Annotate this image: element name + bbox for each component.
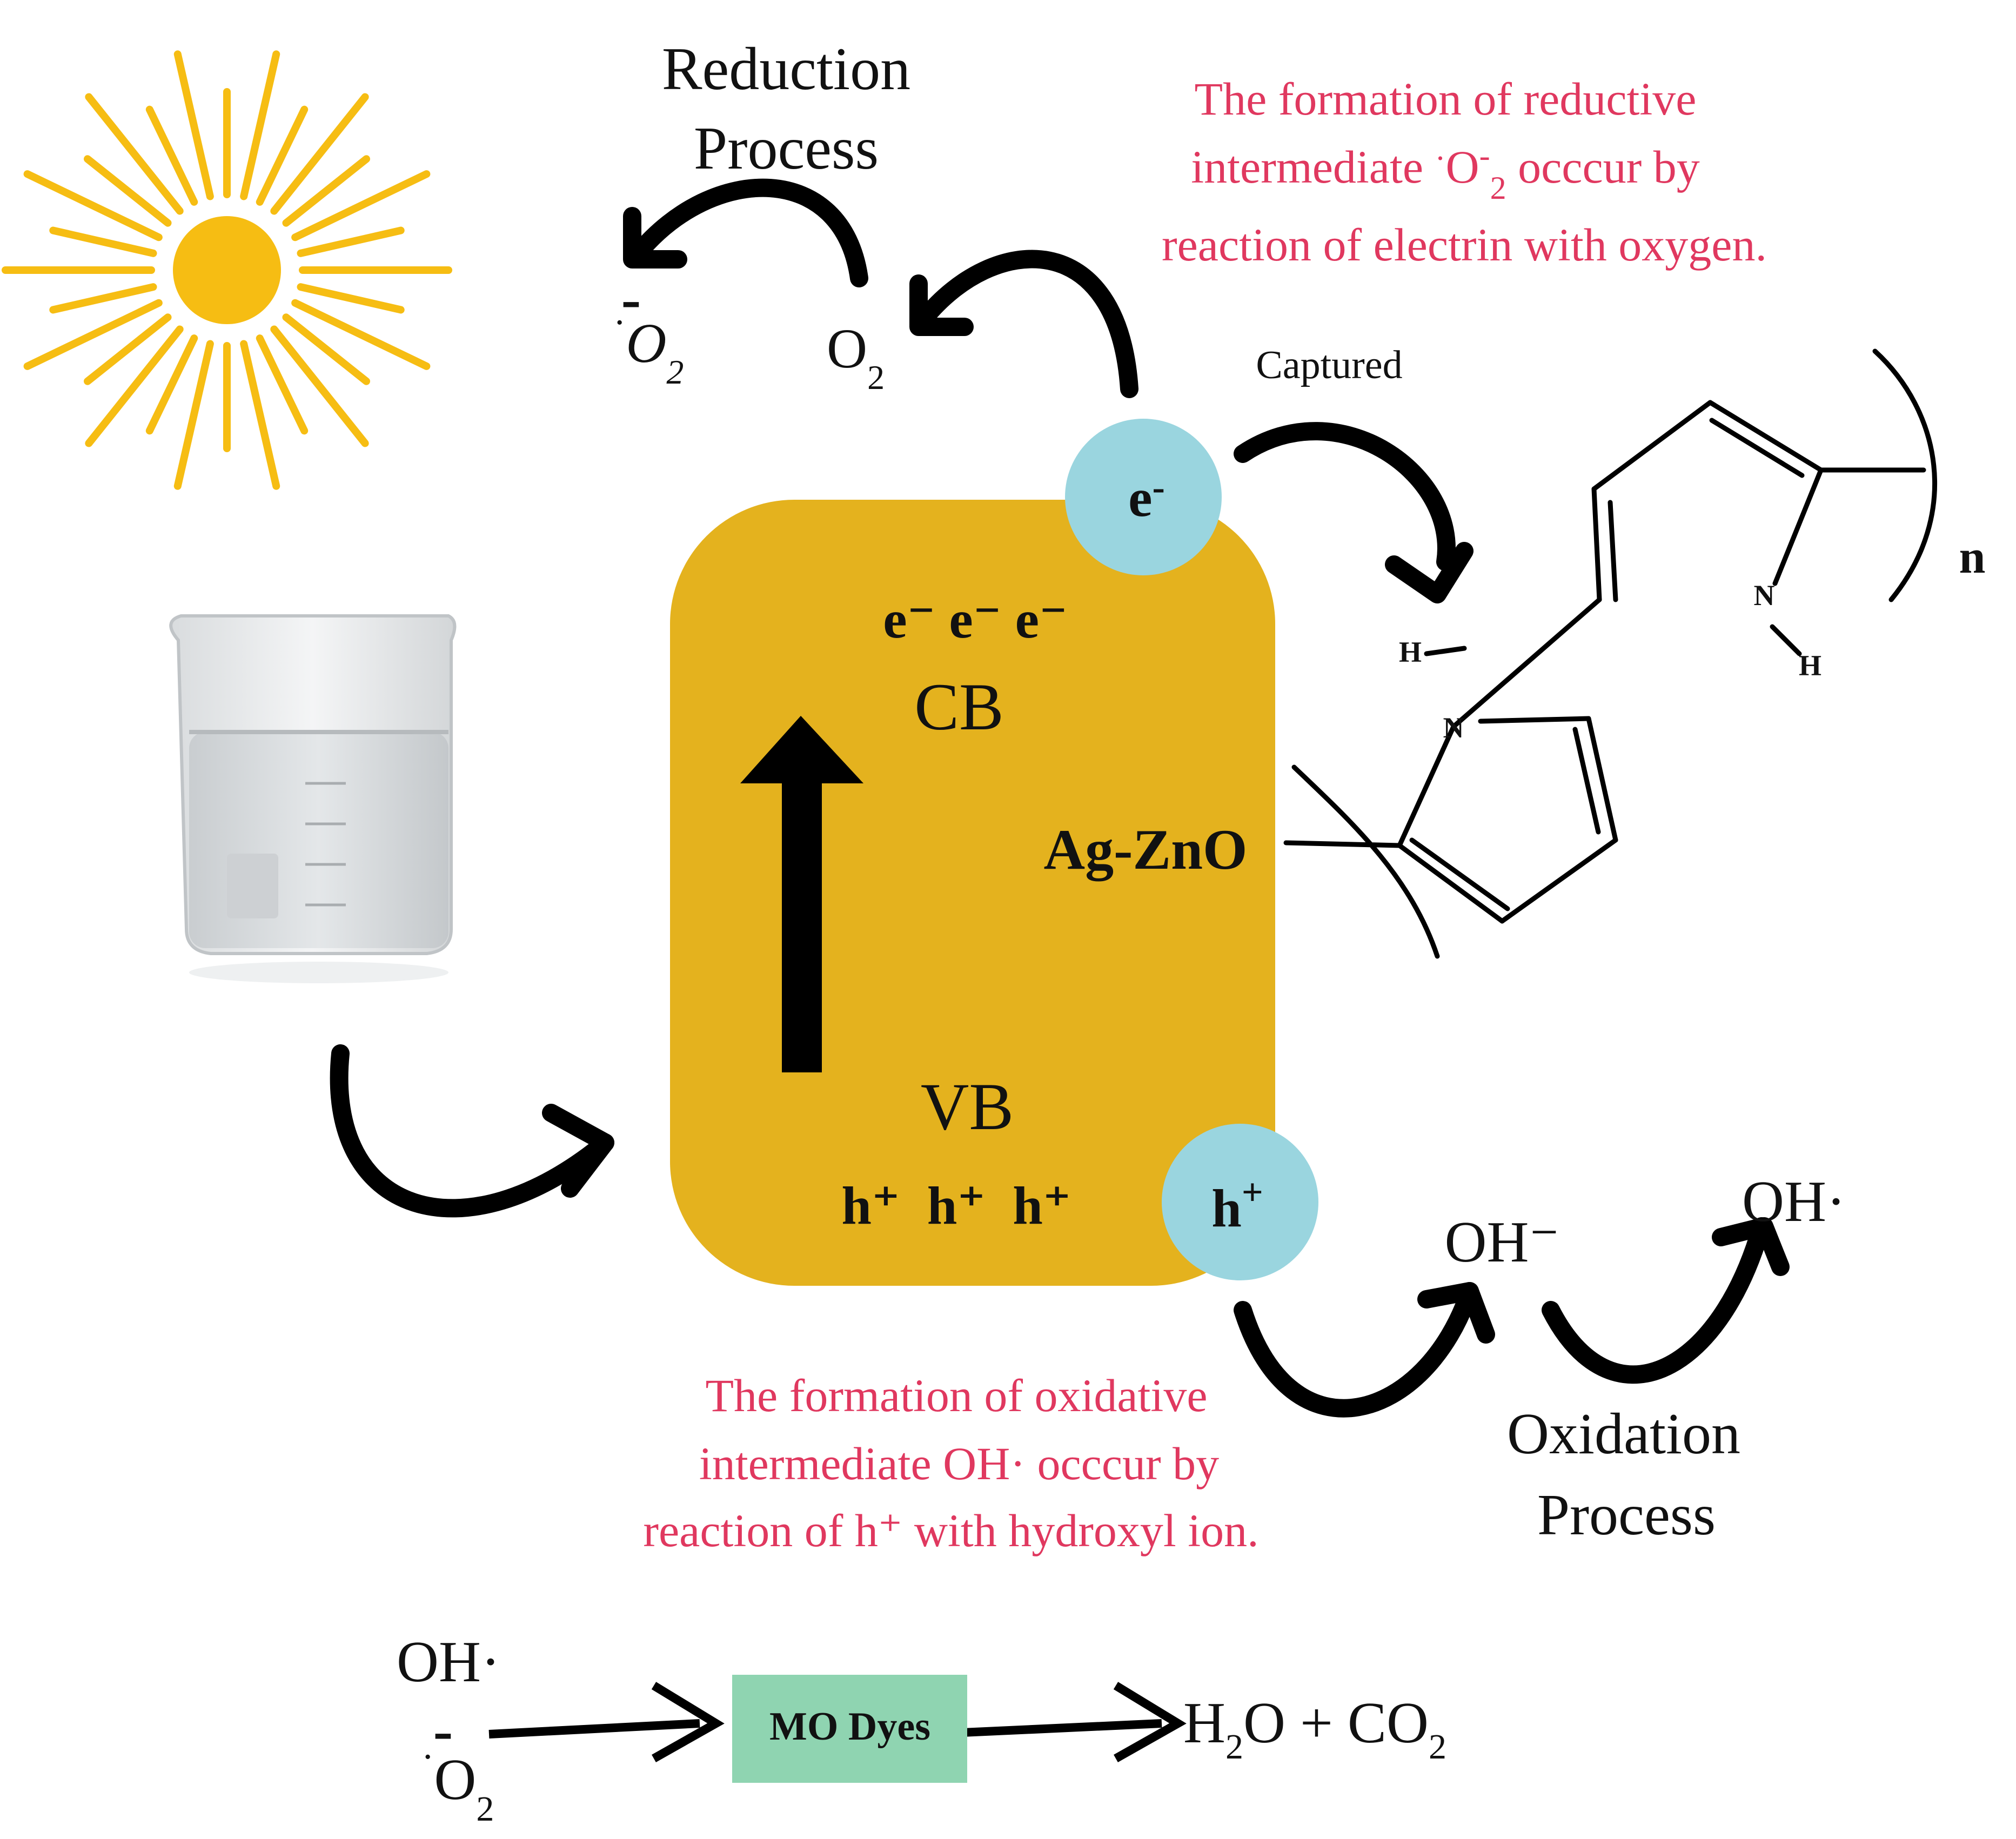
electron-label: e- [1128, 467, 1165, 528]
sun-ray [23, 299, 163, 370]
sun-ray [297, 226, 405, 257]
captured-arrow [1234, 422, 1474, 603]
sun-ray [282, 155, 371, 227]
sun-ray [240, 340, 280, 490]
sun-ray [270, 325, 369, 447]
hole-circle [1162, 1124, 1318, 1280]
vb-label: VB [921, 1070, 1014, 1144]
oxidative-note-line1: The formation of oxidative [706, 1370, 1208, 1421]
bottom-superoxide-label: ·O2 [421, 1736, 494, 1829]
excitation-arrow [740, 716, 863, 1072]
bottom-superoxide-minus: - [433, 1697, 453, 1763]
sun-core [173, 216, 281, 324]
sun-ray [85, 325, 184, 447]
hydroxyl-radical-label: OH· [1742, 1170, 1846, 1234]
superoxide-minus: - [621, 266, 641, 332]
reductive-note-line3: reaction of electrin with oxygen. [1162, 219, 1767, 271]
hydrogen-right: H [1799, 649, 1821, 682]
reduction-label-line2: Process [694, 115, 879, 182]
sun-ray [240, 50, 280, 200]
degradation-arrows [488, 1682, 1187, 1762]
oxidative-note-line3: reaction of h⁺ with hydroxyl ion. [643, 1505, 1258, 1556]
reductive-note-line1: The formation of reductive [1195, 73, 1697, 125]
hole-label: h-+ [1211, 1172, 1263, 1238]
sun-ray [270, 93, 369, 215]
sun-ray [256, 334, 309, 435]
oxidation-label-line1: Oxidation [1507, 1402, 1740, 1466]
polymer-n: n [1959, 531, 1986, 583]
mo-dyes-label: MO Dyes [769, 1704, 930, 1749]
mo-dyes-box [732, 1675, 967, 1783]
cb-label: CB [914, 670, 1003, 744]
sun-ray [173, 340, 214, 490]
sun-ray [173, 50, 214, 200]
electron-circle [1065, 419, 1222, 575]
nitrogen-right: N [1754, 579, 1775, 612]
sun-ray [83, 313, 172, 385]
vb-holes: h⁺ h⁺ h⁺ [841, 1176, 1071, 1236]
hydrogen-left: H [1399, 636, 1422, 668]
reduction-arrows [623, 178, 1138, 398]
cb-electrons: e⁻ e⁻ e⁻ [883, 589, 1068, 649]
beaker-icon [169, 614, 457, 983]
oxygen-label: O2 [827, 318, 885, 397]
sun-ray [256, 105, 309, 206]
catalyst-particle [670, 500, 1275, 1286]
sun-ray [83, 155, 172, 227]
sun-ray [291, 299, 431, 370]
sun-ray [23, 170, 163, 241]
beaker-to-catalyst-arrow [330, 1044, 614, 1218]
sun-ray [145, 105, 198, 206]
bottom-oh-label: OH· [397, 1630, 500, 1694]
polypyrrole-structure [1283, 348, 1937, 959]
sun-ray [85, 93, 184, 215]
superoxide-label: ·O2 [613, 302, 684, 391]
sun-ray [49, 283, 157, 314]
sun-ray [282, 313, 371, 385]
products-label: H2O + CO2 [1183, 1691, 1446, 1767]
oxidation-label-line2: Process [1537, 1483, 1716, 1547]
reduction-label-line1: Reduction [662, 36, 910, 103]
sun-ray [49, 226, 157, 257]
catalyst-label: Ag-ZnO [1044, 818, 1248, 881]
reductive-note-line2: intermediate ·O-2 occcur by [1191, 138, 1700, 206]
sun-ray [145, 334, 198, 435]
oxidative-note-line2: intermediate OH· occcur by [699, 1438, 1219, 1489]
sun-icon [2, 50, 452, 490]
sun-ray [297, 283, 405, 314]
captured-label: Captured [1256, 343, 1402, 387]
nitrogen-left: N [1443, 712, 1464, 744]
sun-ray [291, 170, 431, 241]
hydroxide-label: OH⁻ [1445, 1210, 1560, 1274]
oxidation-arrows [1234, 1217, 1790, 1418]
